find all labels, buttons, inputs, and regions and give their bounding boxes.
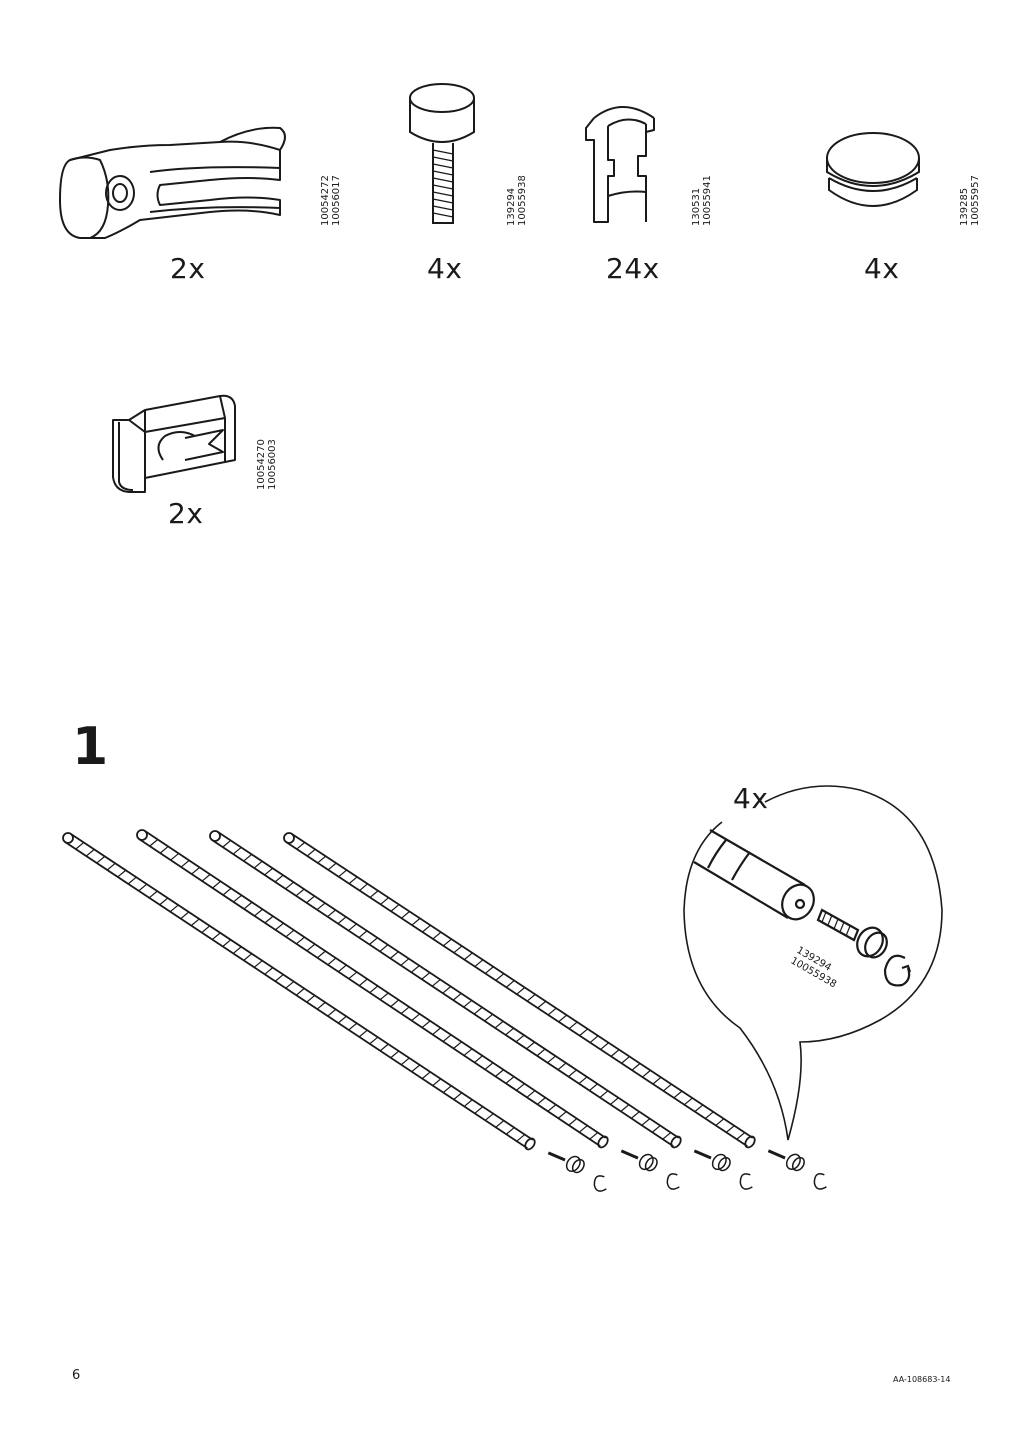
part-quantity: 2x	[168, 497, 204, 530]
part-quantity: 24x	[606, 252, 660, 285]
detail-quantity: 4x	[733, 782, 769, 815]
part-quantity: 4x	[427, 252, 463, 285]
screw-and-cap	[767, 1149, 827, 1190]
post	[209, 830, 682, 1149]
threaded-screw-icon	[409, 83, 475, 224]
detail-callout	[683, 785, 943, 1141]
part-quantity: 2x	[170, 252, 206, 285]
screw-and-cap	[620, 1149, 680, 1190]
round-foot-cap-icon	[826, 132, 920, 207]
shelf-clip-icon	[585, 106, 655, 223]
document-id: AA-108683-14	[893, 1375, 951, 1384]
screw-and-cap	[693, 1149, 753, 1190]
rail-clamp-icon	[59, 126, 286, 239]
page-number: 6	[72, 1368, 81, 1383]
part-quantity: 4x	[864, 252, 900, 285]
post	[136, 829, 609, 1149]
screw-and-cap	[547, 1151, 607, 1192]
post	[62, 832, 536, 1151]
step-number: 1	[72, 717, 109, 777]
post	[283, 832, 756, 1149]
rail-connector-icon	[112, 394, 236, 493]
